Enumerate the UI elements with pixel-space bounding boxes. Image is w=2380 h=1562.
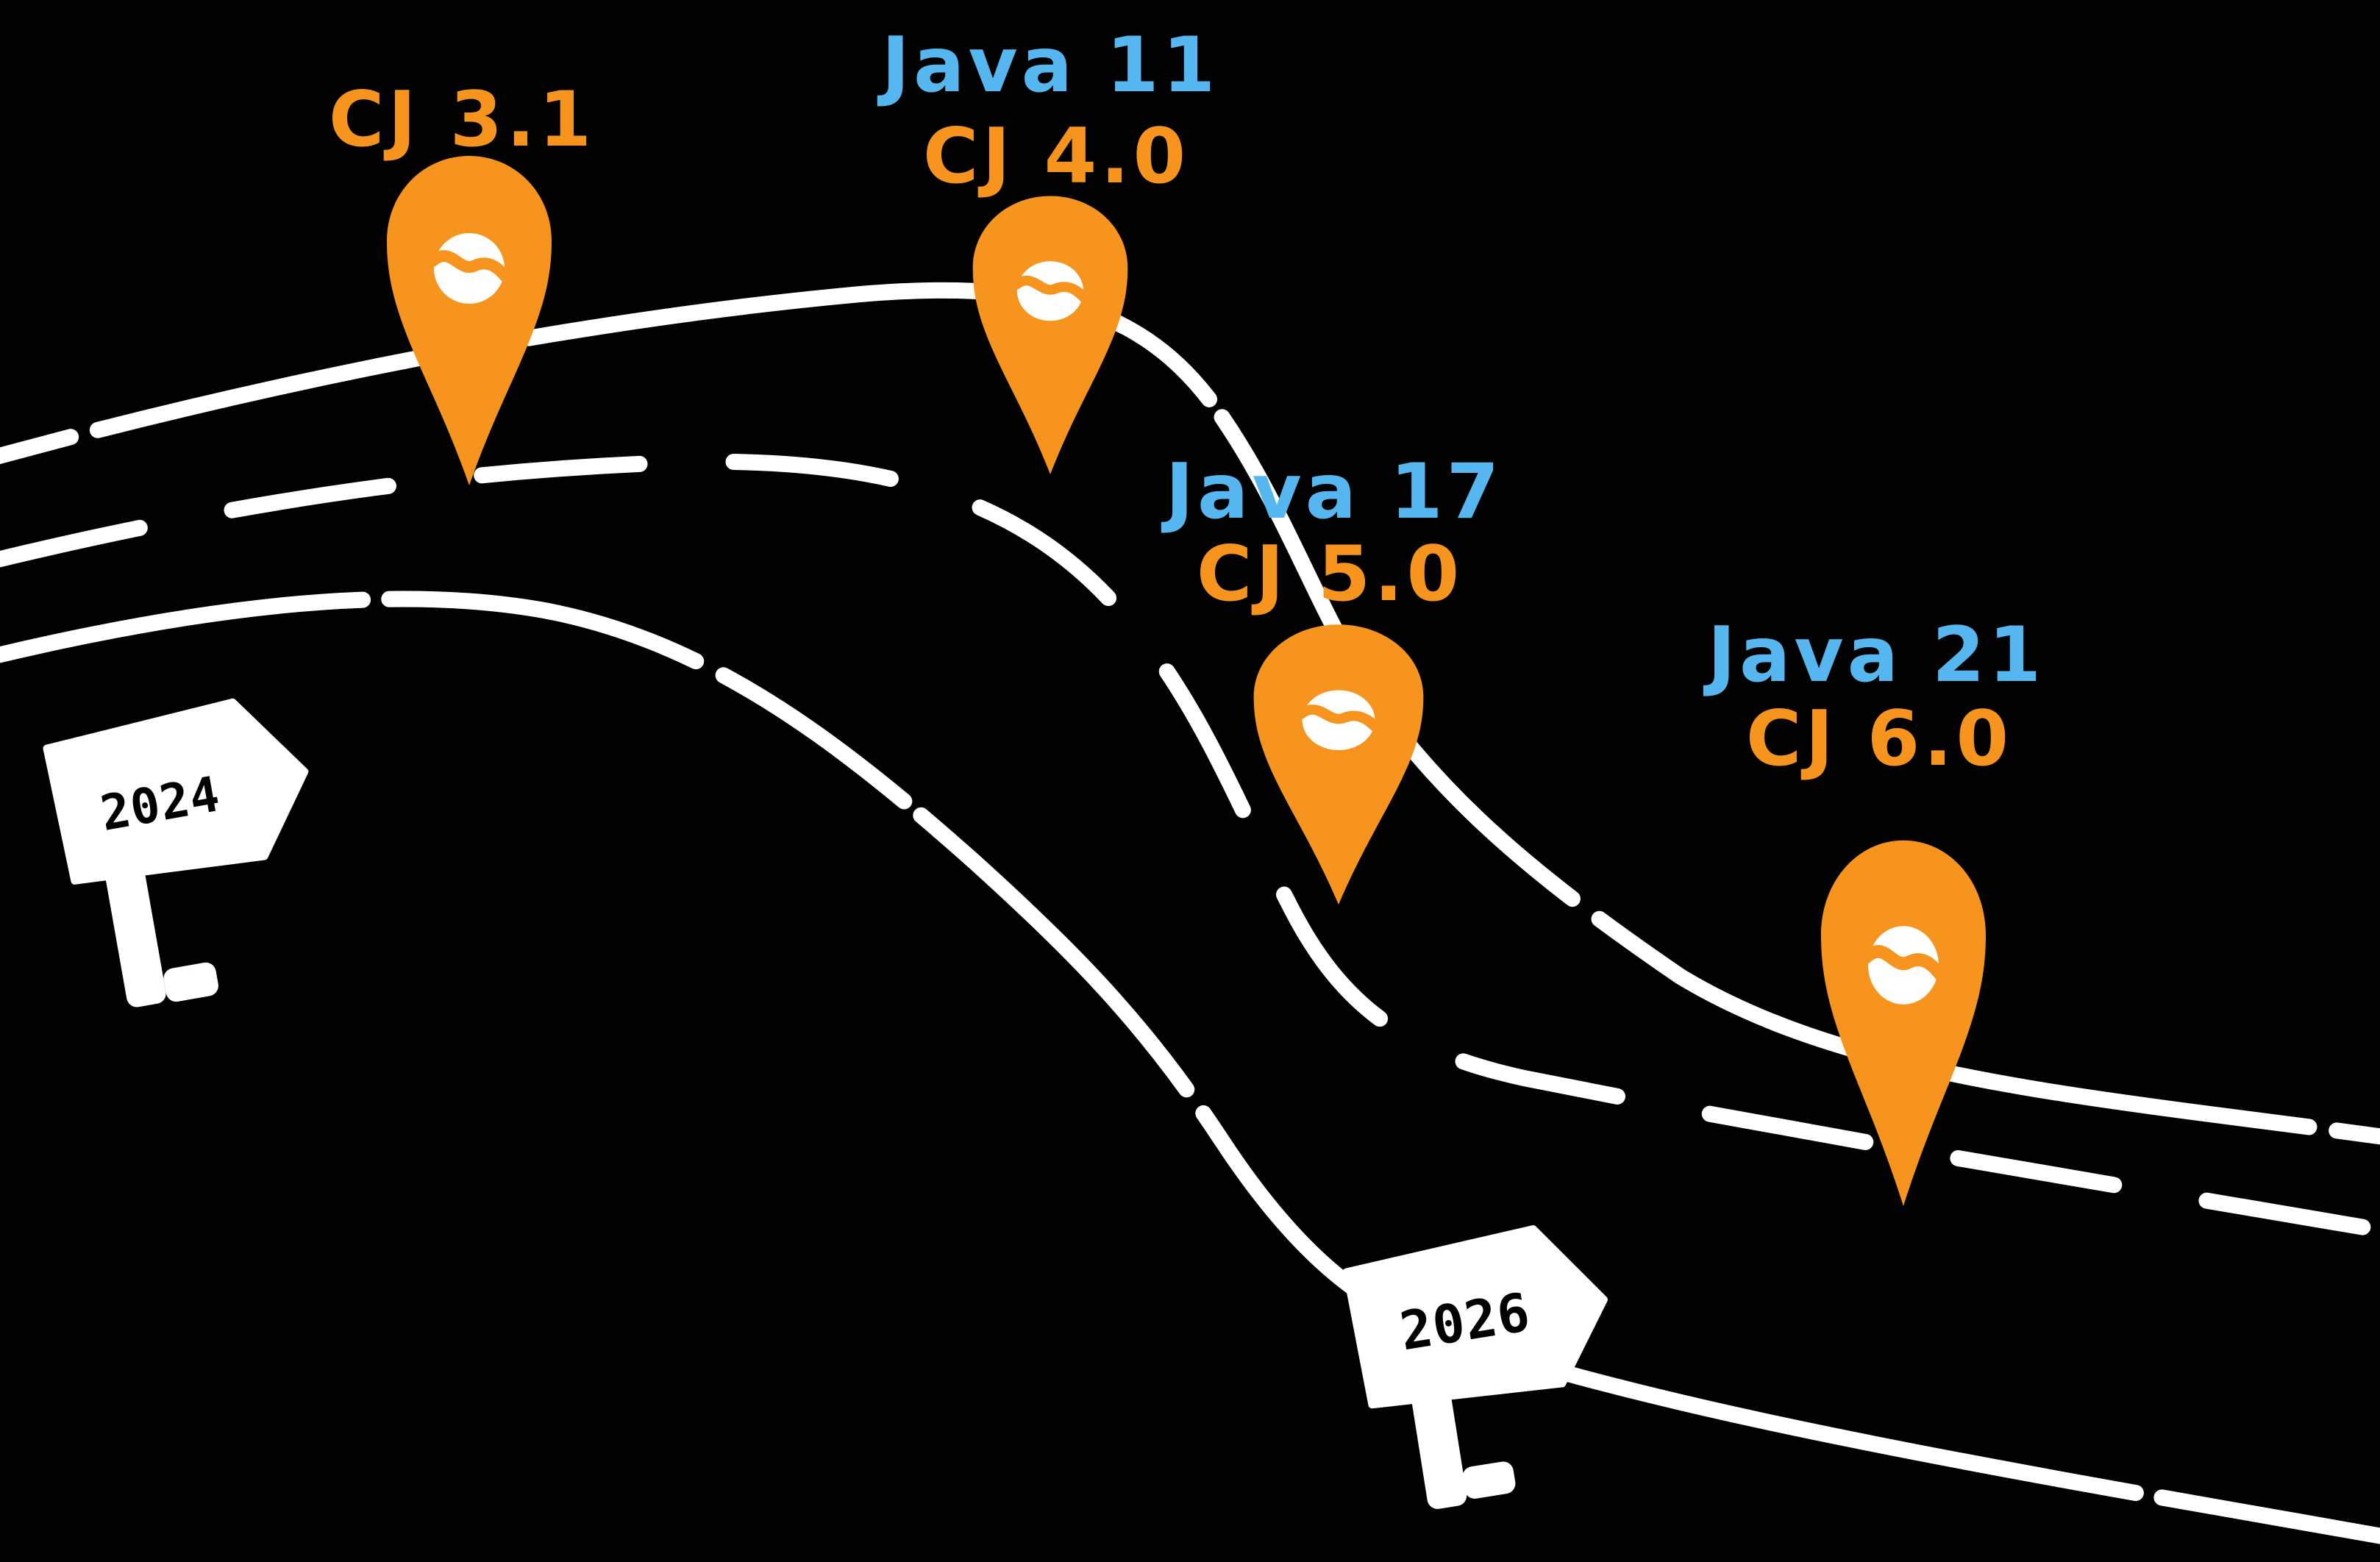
milestone-cj-label: CJ 4.0 xyxy=(922,113,1190,201)
milestone-cj-label: CJ 6.0 xyxy=(1745,695,2013,783)
sign-post-base xyxy=(163,962,218,1002)
milestone-java-label: Java 11 xyxy=(881,21,1219,110)
road-center-dashed-line xyxy=(0,453,2380,1238)
road xyxy=(0,282,2380,1544)
milestone-java-label: Java 21 xyxy=(1707,611,2045,699)
year-signpost-icon xyxy=(1344,1220,1633,1509)
road-bottom-edge xyxy=(0,591,2380,1544)
milestone-cj-label: CJ 3.1 xyxy=(328,76,596,164)
sign-post xyxy=(1409,1374,1467,1509)
road-top-edge xyxy=(0,282,2380,1145)
year-signpost-icon xyxy=(44,692,340,1008)
sign-post-base xyxy=(1462,1461,1516,1499)
map-pin-icon xyxy=(1254,624,1424,905)
milestone-java-label: Java 17 xyxy=(1165,448,1503,536)
map-pin-icon xyxy=(973,196,1128,474)
sign-post xyxy=(104,858,166,1008)
milestone-cj-label: CJ 5.0 xyxy=(1196,530,1464,618)
map-pin-icon xyxy=(387,156,552,485)
